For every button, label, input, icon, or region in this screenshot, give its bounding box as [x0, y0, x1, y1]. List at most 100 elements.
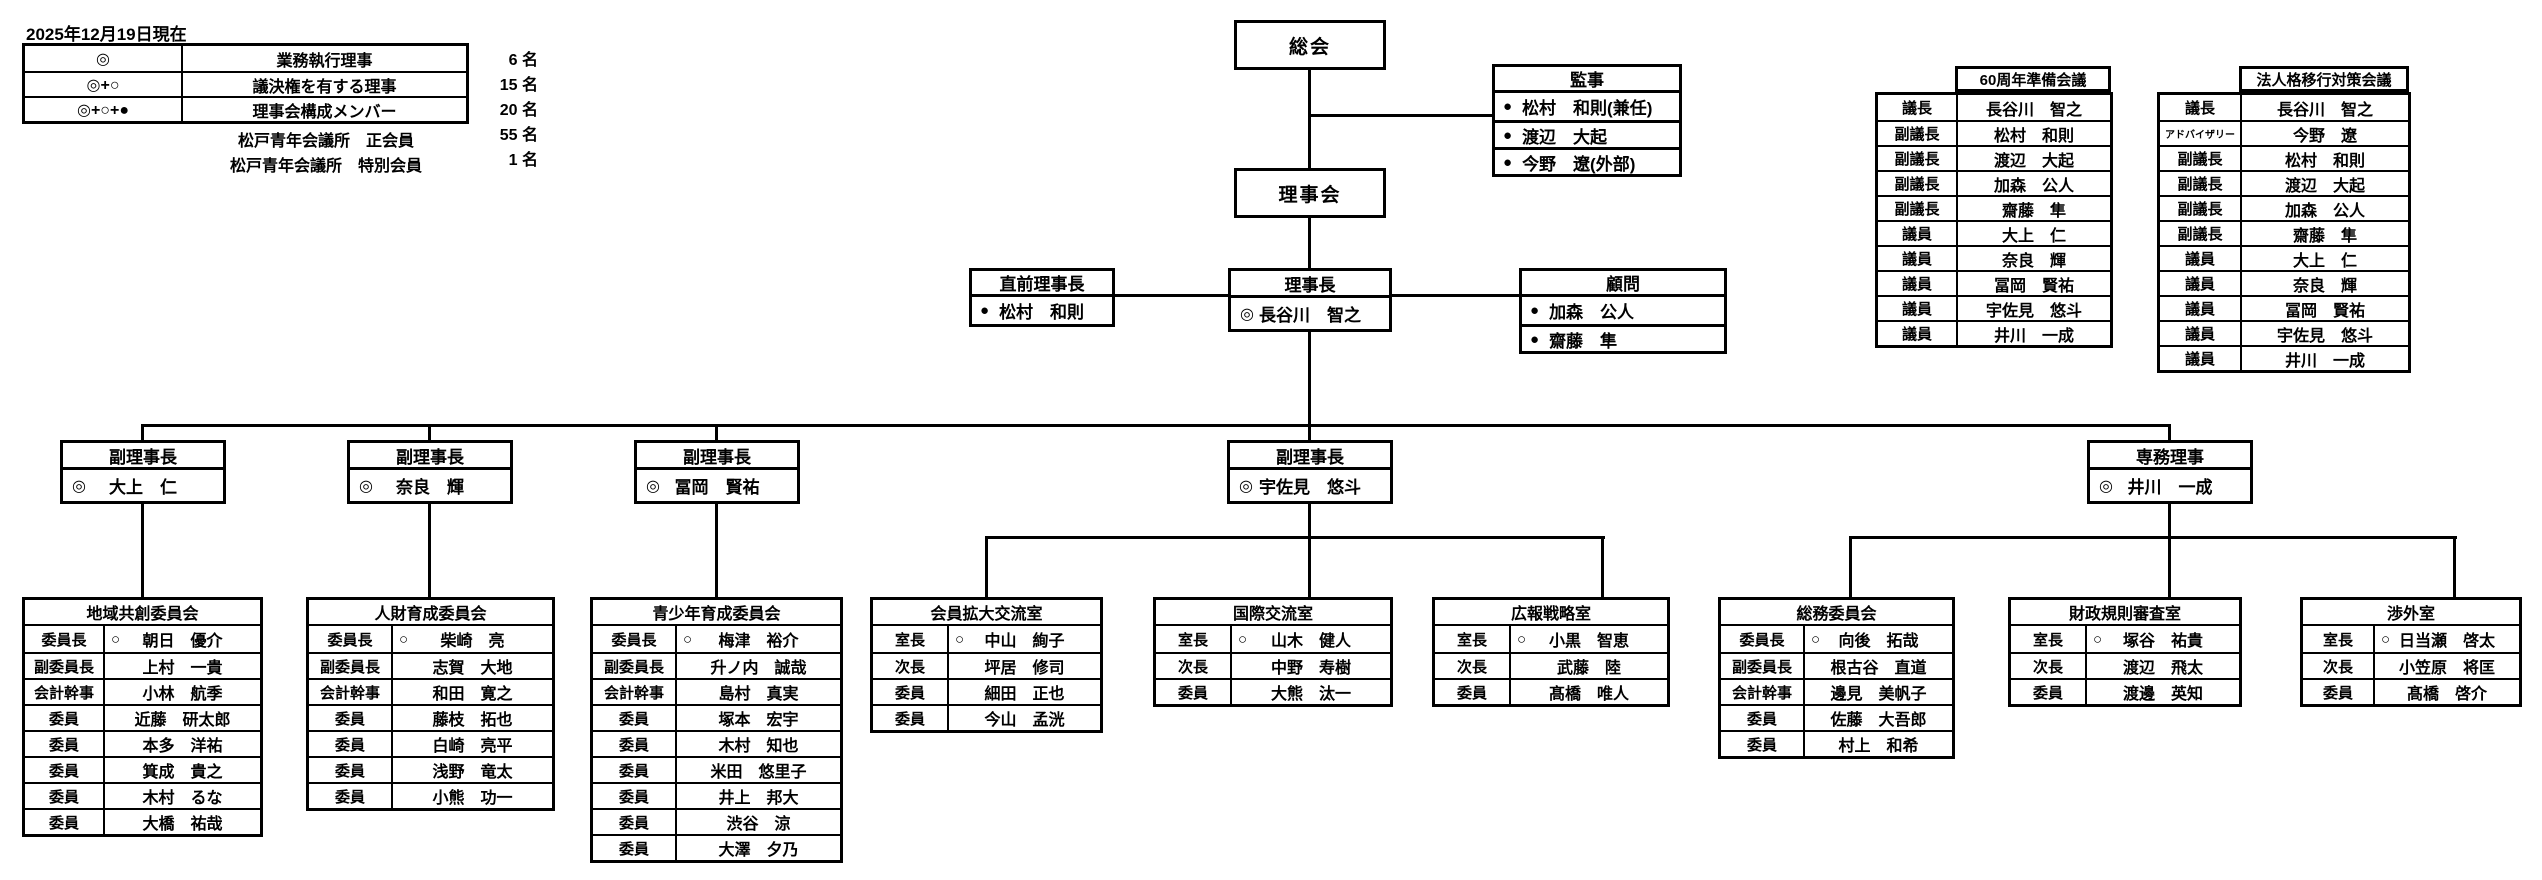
member-name: 塚本 宏宇 — [718, 712, 799, 729]
table-row: 室長○小黒 智恵 — [1435, 626, 1667, 652]
member-name: 本多 洋祐 — [142, 738, 223, 755]
table-row: 副議長渡辺 大起 — [2160, 170, 2408, 195]
person-row: ◎奈良 輝 — [350, 470, 510, 501]
vice-president-box-2: 副理事長◎奈良 輝 — [347, 440, 513, 504]
name-cell: 渡辺 大起 — [1958, 147, 2110, 170]
filled-circle-mark-icon: ● — [1530, 330, 1540, 348]
name-cell: 松村 和則 — [2242, 147, 2408, 170]
table-row: 副委員長志賀 大地 — [309, 652, 552, 678]
member-name: 武藤 陸 — [1556, 660, 1621, 677]
table-row: 委員長○柴崎 亮 — [309, 626, 552, 652]
role-cell: 次長 — [2011, 654, 2087, 678]
name-cell: 齋藤 隼 — [1958, 197, 2110, 220]
role-cell: 委員 — [1721, 706, 1805, 730]
committee-title: 会員拡大交流室 — [873, 600, 1100, 626]
role-cell: 会計幹事 — [1721, 680, 1805, 704]
circle-mark-icon: ○ — [1238, 630, 1248, 648]
committee-title: 青少年育成委員会 — [593, 600, 840, 626]
member-name: 塚谷 祐貴 — [2122, 633, 2203, 650]
name-cell: 髙橋 唯人 — [1511, 680, 1667, 704]
table-row: 次長中野 寿樹 — [1156, 652, 1390, 678]
person-name: 長谷川 智之 — [1259, 306, 1361, 325]
committee-title: 財政規則審査室 — [2011, 600, 2239, 626]
role-cell: 委員 — [309, 706, 393, 730]
name-cell: ○ 塚谷 祐貴 — [2087, 626, 2239, 652]
table-row: 会計幹事和田 寛之 — [309, 678, 552, 704]
member-name: 小笠原 将匡 — [2398, 660, 2495, 677]
member-name: 小黒 智恵 — [1548, 633, 1629, 650]
member-name: 大澤 夕乃 — [718, 842, 799, 859]
role-cell: 委員長 — [1721, 626, 1805, 652]
member-row: ●渡辺 大起 — [1495, 120, 1679, 147]
box-title: 監事 — [1495, 67, 1679, 93]
name-cell: 邊見 美帆子 — [1805, 680, 1952, 704]
name-cell: ○小黒 智恵 — [1511, 626, 1667, 652]
role-cell: 次長 — [1435, 654, 1511, 678]
role-cell: 会計幹事 — [593, 680, 677, 704]
vice-president-box-3: 副理事長◎冨岡 賢祐 — [634, 440, 800, 504]
connector-line — [1308, 70, 1311, 168]
role-cell: 委員 — [25, 784, 105, 808]
legend-row: ◎+○+●理事会構成メンバー — [25, 96, 466, 121]
name-cell: 渋谷 涼 — [677, 810, 840, 834]
table-row: 副議長松村 和則 — [2160, 145, 2408, 170]
person-row: ◎井川 一成 — [2090, 470, 2250, 501]
connector-line — [1601, 536, 1604, 597]
table-row: 室長○山木 健人 — [1156, 626, 1390, 652]
connector-line — [1308, 332, 1311, 424]
member-name: 白崎 亮平 — [432, 738, 513, 755]
role-cell: 委員 — [593, 706, 677, 730]
member-name: 渡辺 大起 — [2284, 177, 2365, 195]
box-title: 副理事長 — [637, 443, 797, 470]
table-row: 室長○塚谷 祐貴 — [2011, 626, 2239, 652]
name-cell: 佐藤 大吾郎 — [1805, 706, 1952, 730]
legend-count: 15 名 — [499, 76, 538, 94]
name-cell: 井上 邦大 — [677, 784, 840, 808]
name-cell: 加森 公人 — [1958, 172, 2110, 195]
table-row: 議員奈良 輝 — [2160, 270, 2408, 295]
role-cell: 委員 — [593, 732, 677, 756]
role-cell: 議員 — [1878, 222, 1958, 245]
name-cell: 大橋 祐哉 — [105, 810, 260, 834]
name-cell: 浅野 竜太 — [393, 758, 552, 782]
council-60th-anniversary: 60周年準備会議議長長谷川 智之副議長松村 和則副議長渡辺 大起副議長加森 公人… — [1875, 66, 2113, 348]
connector-line — [985, 536, 988, 597]
name-cell: 米田 悠里子 — [677, 758, 840, 782]
table-row: 議員奈良 輝 — [1878, 245, 2110, 270]
role-cell: 議員 — [2160, 247, 2242, 270]
name-cell: 髙橋 啓介 — [2375, 680, 2519, 704]
name-cell: 大上 仁 — [1958, 222, 2110, 245]
person-row: ◎大上 仁 — [63, 470, 223, 501]
vice-president-box-1: 副理事長◎大上 仁 — [60, 440, 226, 504]
connector-line — [1308, 424, 1311, 440]
member-name: 松村 和則 — [999, 303, 1085, 322]
member-name: 邊見 美帆子 — [1830, 686, 1927, 703]
filled-circle-mark-icon: ● — [1503, 98, 1513, 115]
name-cell: 今野 遼 — [2242, 122, 2408, 145]
member-name: 梅津 裕介 — [718, 633, 799, 650]
name-cell: ○山木 健人 — [1232, 626, 1390, 652]
committee-regional-cocreation: 地域共創委員会委員長○朝日 優介副委員長上村 一貴会計幹事小林 航季委員近藤 研… — [22, 597, 263, 837]
name-cell: 宇佐見 悠斗 — [2242, 322, 2408, 345]
role-cell: 議員 — [1878, 272, 1958, 295]
immediate-past-president-box: 直前理事長●松村 和則 — [969, 268, 1115, 327]
name-cell: 木村 知也 — [677, 732, 840, 756]
member-name: 今山 孟洸 — [984, 712, 1065, 729]
name-cell: ○向後 拓哉 — [1805, 626, 1952, 652]
member-name: 冨岡 賢祐 — [1993, 277, 2074, 295]
name-cell: 小熊 功一 — [393, 784, 552, 808]
president-box: 理事長◎長谷川 智之 — [1228, 268, 1392, 332]
legend-count: 1 名 — [508, 151, 538, 169]
member-name: 宇佐見 悠斗 — [1985, 302, 2082, 320]
connector-line — [428, 504, 431, 597]
member-name: 加森 公人 — [1549, 303, 1635, 322]
name-cell: 近藤 研太郎 — [105, 706, 260, 730]
table-row: 委員髙橋 啓介 — [2303, 678, 2519, 704]
member-name: 齋藤 隼 — [2292, 227, 2357, 245]
member-name: 島村 真実 — [718, 686, 799, 703]
role-cell: 委員 — [2303, 680, 2375, 704]
circle-mark-icon: ○ — [2093, 630, 2103, 648]
legend-label: 業務執行理事 — [276, 52, 373, 70]
name-cell: 長谷川 智之 — [1958, 95, 2110, 120]
committee-hr-development: 人財育成委員会委員長○柴崎 亮副委員長志賀 大地会計幹事和田 寛之委員藤枝 拓也… — [306, 597, 555, 811]
